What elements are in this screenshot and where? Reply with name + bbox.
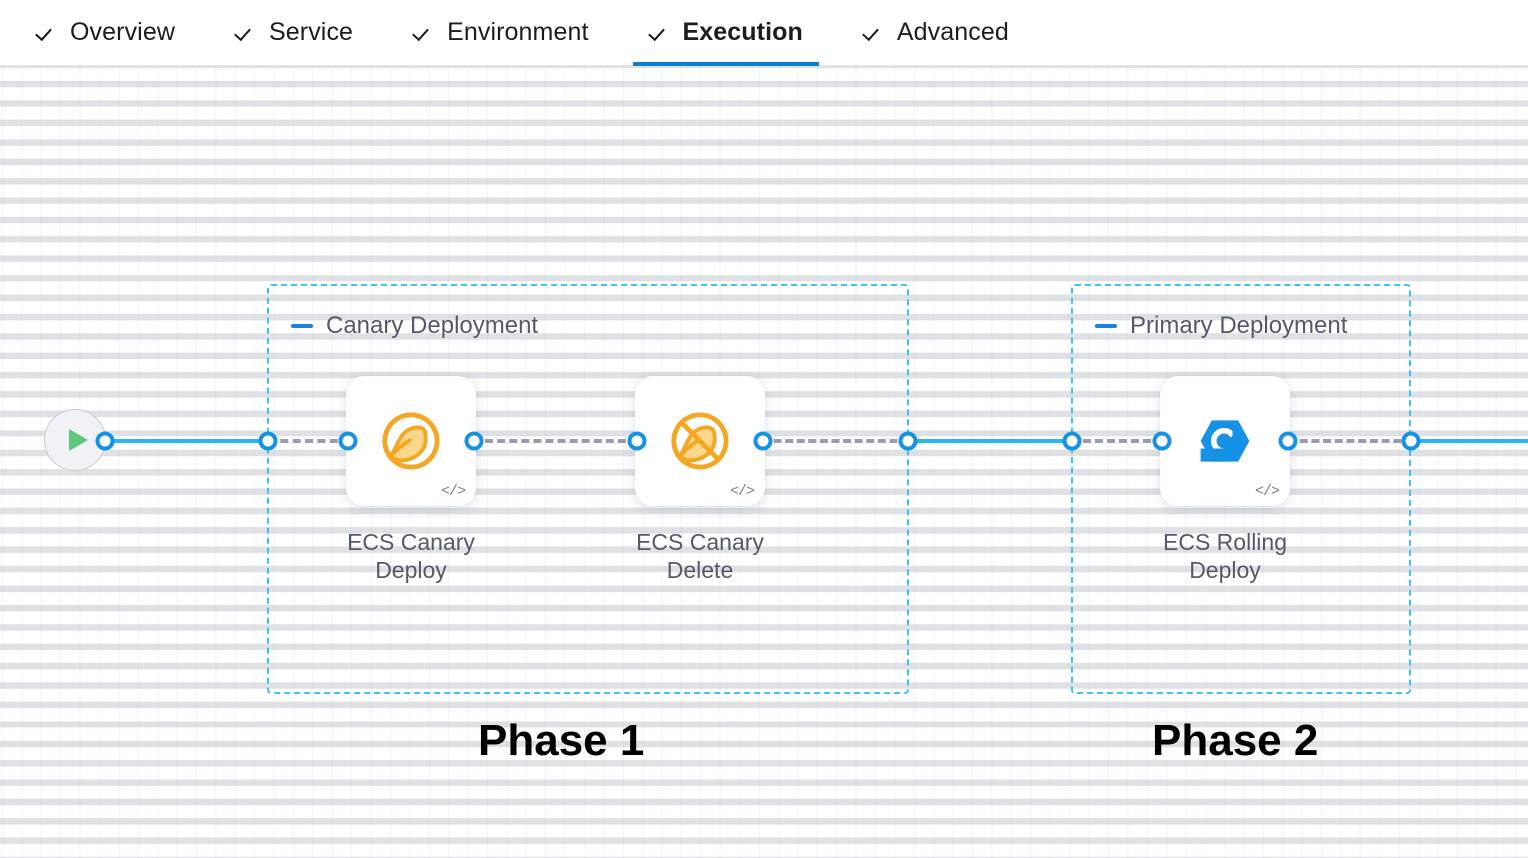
connector-dot-group2-left[interactable] xyxy=(1062,431,1082,451)
check-icon xyxy=(649,22,671,44)
minus-icon[interactable] xyxy=(291,324,313,328)
code-icon[interactable]: </> xyxy=(729,483,755,500)
tab-label: Execution xyxy=(682,18,803,46)
connector-dot-canary-delete-in[interactable] xyxy=(627,431,647,451)
step-label: ECS Canary Deploy xyxy=(347,529,475,584)
stage-group-canary-deployment[interactable]: Canary Deployment xyxy=(267,284,909,694)
step-ecs-canary-delete[interactable]: </> ECS Canary Delete xyxy=(635,376,795,584)
tab-overview[interactable]: Overview xyxy=(36,0,175,66)
stage-group-primary-deployment[interactable]: Primary Deployment xyxy=(1071,284,1411,694)
phase-annotation-2: Phase 2 xyxy=(1152,716,1319,765)
tab-advanced[interactable]: Advanced xyxy=(863,0,1009,66)
step-ecs-canary-deploy[interactable]: </> ECS Canary Deploy xyxy=(346,376,506,584)
code-icon[interactable]: </> xyxy=(440,483,466,500)
canary-bird-delete-icon xyxy=(671,412,729,470)
check-icon xyxy=(413,22,435,44)
connector-dot-canary-deploy-in[interactable] xyxy=(338,431,358,451)
tab-label: Overview xyxy=(70,18,175,46)
connector-line-dashed-1 xyxy=(268,439,350,443)
tab-service[interactable]: Service xyxy=(235,0,353,66)
wizard-tab-bar: Overview Service Environment Execution A… xyxy=(0,0,1528,66)
group-title: Primary Deployment xyxy=(1130,312,1348,339)
group-header: Canary Deployment xyxy=(291,312,538,340)
tab-label: Environment xyxy=(447,18,589,46)
connector-dot-rolling-deploy-in[interactable] xyxy=(1152,431,1172,451)
connector-dot-group2-right[interactable] xyxy=(1401,431,1421,451)
minus-icon[interactable] xyxy=(1095,324,1117,328)
step-card[interactable]: </> xyxy=(346,376,476,506)
connector-dot-canary-delete-out[interactable] xyxy=(753,431,773,451)
connector-dot-start[interactable] xyxy=(95,431,115,451)
phase-annotation-1: Phase 1 xyxy=(478,716,645,765)
group-header: Primary Deployment xyxy=(1095,312,1347,340)
tab-label: Advanced xyxy=(896,18,1009,46)
group-title: Canary Deployment xyxy=(326,312,539,339)
code-icon[interactable]: </> xyxy=(1254,483,1280,500)
step-ecs-rolling-deploy[interactable]: </> ECS Rolling Deploy xyxy=(1160,376,1320,584)
tab-execution[interactable]: Execution xyxy=(632,0,820,66)
play-icon xyxy=(68,429,88,451)
rolling-deploy-icon xyxy=(1200,420,1250,462)
tab-label: Service xyxy=(269,18,354,46)
check-icon xyxy=(863,22,885,44)
connector-dot-group1-right[interactable] xyxy=(898,431,918,451)
connector-line-between-groups xyxy=(907,439,1074,443)
connector-line-dashed-2 xyxy=(473,439,638,443)
check-icon xyxy=(235,22,257,44)
canary-bird-icon xyxy=(382,412,440,470)
check-icon xyxy=(36,22,58,44)
connector-line-dashed-4 xyxy=(1071,439,1163,443)
connector-line-end xyxy=(1410,439,1528,443)
connector-dot-group1-left[interactable] xyxy=(258,431,278,451)
step-card[interactable]: </> xyxy=(1160,376,1290,506)
connector-line-start xyxy=(104,439,271,443)
connector-dot-canary-deploy-out[interactable] xyxy=(464,431,484,451)
tab-environment[interactable]: Environment xyxy=(413,0,588,66)
step-label: ECS Canary Delete xyxy=(636,529,764,584)
connector-dot-rolling-deploy-out[interactable] xyxy=(1278,431,1298,451)
connector-line-dashed-3 xyxy=(762,439,909,443)
step-label: ECS Rolling Deploy xyxy=(1163,529,1287,584)
step-card[interactable]: </> xyxy=(635,376,765,506)
connector-line-dashed-5 xyxy=(1288,439,1413,443)
pipeline-canvas[interactable]: Canary Deployment Primary Deployment xyxy=(0,66,1528,858)
